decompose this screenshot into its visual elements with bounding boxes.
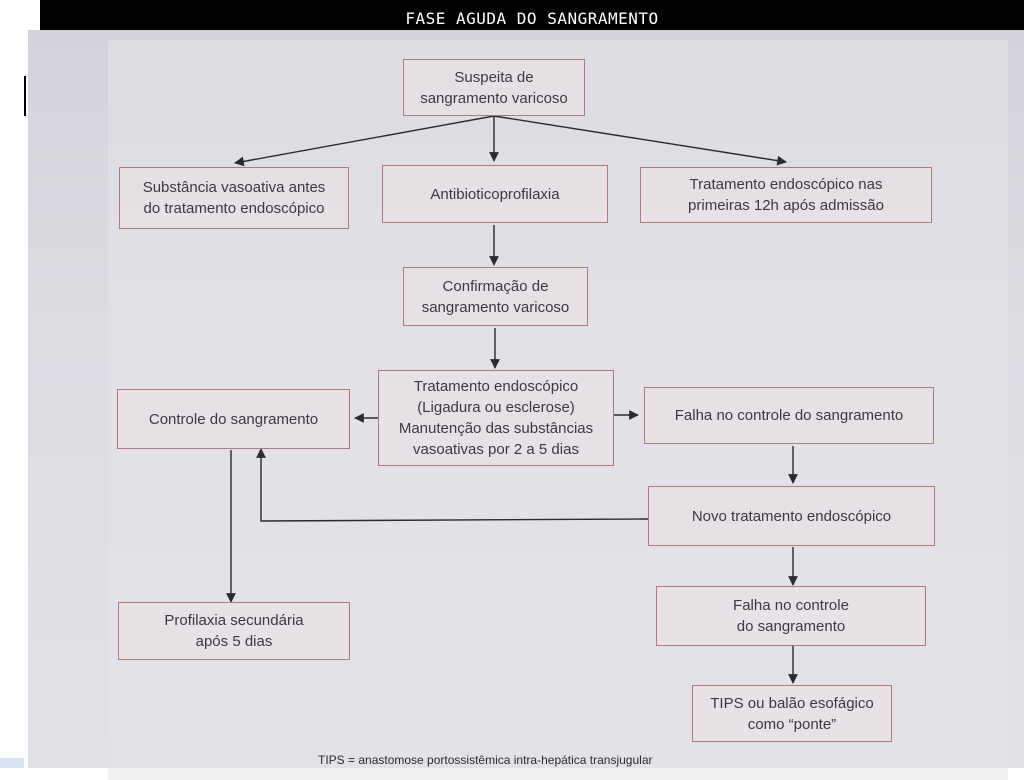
node-endo12h-line-1: Tratamento endoscópico nas [689, 176, 883, 193]
node-tratamento-line-4: vasoativas por 2 a 5 dias [413, 441, 579, 458]
node-falha2: Falha no controle do sangramento [656, 586, 926, 646]
node-endo12h-line-2: primeiras 12h após admissão [688, 197, 884, 214]
node-novo: Novo tratamento endoscópico [648, 486, 935, 546]
left-margin [0, 30, 28, 768]
node-vasoativa-line-1: Substância vasoativa antes [142, 179, 326, 196]
corner-mark [0, 758, 24, 768]
node-endo12h: Tratamento endoscópico nas primeiras 12h … [640, 167, 932, 223]
node-falha1-line-1: Falha no controle do sangramento [674, 407, 904, 424]
node-falha2-line-1: Falha no controle [733, 597, 849, 614]
node-controle-line-1: Controle do sangramento [148, 410, 319, 428]
node-tratamento-line-2: (Ligadura ou esclerose) [417, 399, 575, 416]
edge-mark [24, 76, 26, 116]
arrow-suspeita-to-endo12h [493, 115, 787, 166]
node-confirmacao: Confirmação de sangramento varicoso [403, 267, 588, 326]
node-novo-line-1: Novo tratamento endoscópico [691, 507, 892, 525]
node-profilaxia-line-2: após 5 dias [195, 633, 273, 650]
node-tratamento-line-3: Manutenção das substâncias [398, 420, 594, 437]
node-profilaxia: Profilaxia secundária após 5 dias [118, 602, 350, 660]
node-suspeita: Suspeita de sangramento varicoso [403, 59, 585, 116]
node-antibiotico: Antibioticoprofilaxia [382, 165, 608, 223]
node-controle: Controle do sangramento [117, 389, 350, 449]
node-falha1: Falha no controle do sangramento [644, 387, 934, 444]
node-suspeita-line-2: sangramento varicoso [420, 89, 568, 107]
node-profilaxia-line-1: Profilaxia secundária [164, 612, 304, 629]
node-vasoativa: Substância vasoativa antes do tratamento … [119, 167, 349, 229]
node-tips-line-1: TIPS ou balão esofágico [710, 694, 874, 712]
arrow-suspeita-to-vasoativa [234, 115, 495, 167]
node-confirmacao-line-2: sangramento varicoso [421, 298, 570, 316]
node-confirmacao-line-1: Confirmação de [442, 277, 549, 295]
node-suspeita-line-1: Suspeita de [454, 68, 534, 86]
node-tratamento-line-1: Tratamento endoscópico [413, 378, 579, 395]
node-tratamento: Tratamento endoscópico (Ligadura ou escle… [378, 370, 614, 466]
node-falha2-line-2: do sangramento [736, 618, 846, 635]
arrow-novo-to-controle [256, 448, 649, 522]
footnote: TIPS = anastomose portossistêmica intra-… [318, 753, 653, 767]
node-tips: TIPS ou balão esofágico como “ponte” [692, 685, 892, 742]
title-bar: FASE AGUDA DO SANGRAMENTO [40, 0, 1024, 30]
node-antibiotico-line-1: Antibioticoprofilaxia [430, 185, 560, 203]
slide-title: FASE AGUDA DO SANGRAMENTO [405, 9, 659, 28]
node-vasoativa-line-2: do tratamento endoscópico [143, 200, 325, 217]
node-tips-line-2: como “ponte” [747, 715, 837, 733]
